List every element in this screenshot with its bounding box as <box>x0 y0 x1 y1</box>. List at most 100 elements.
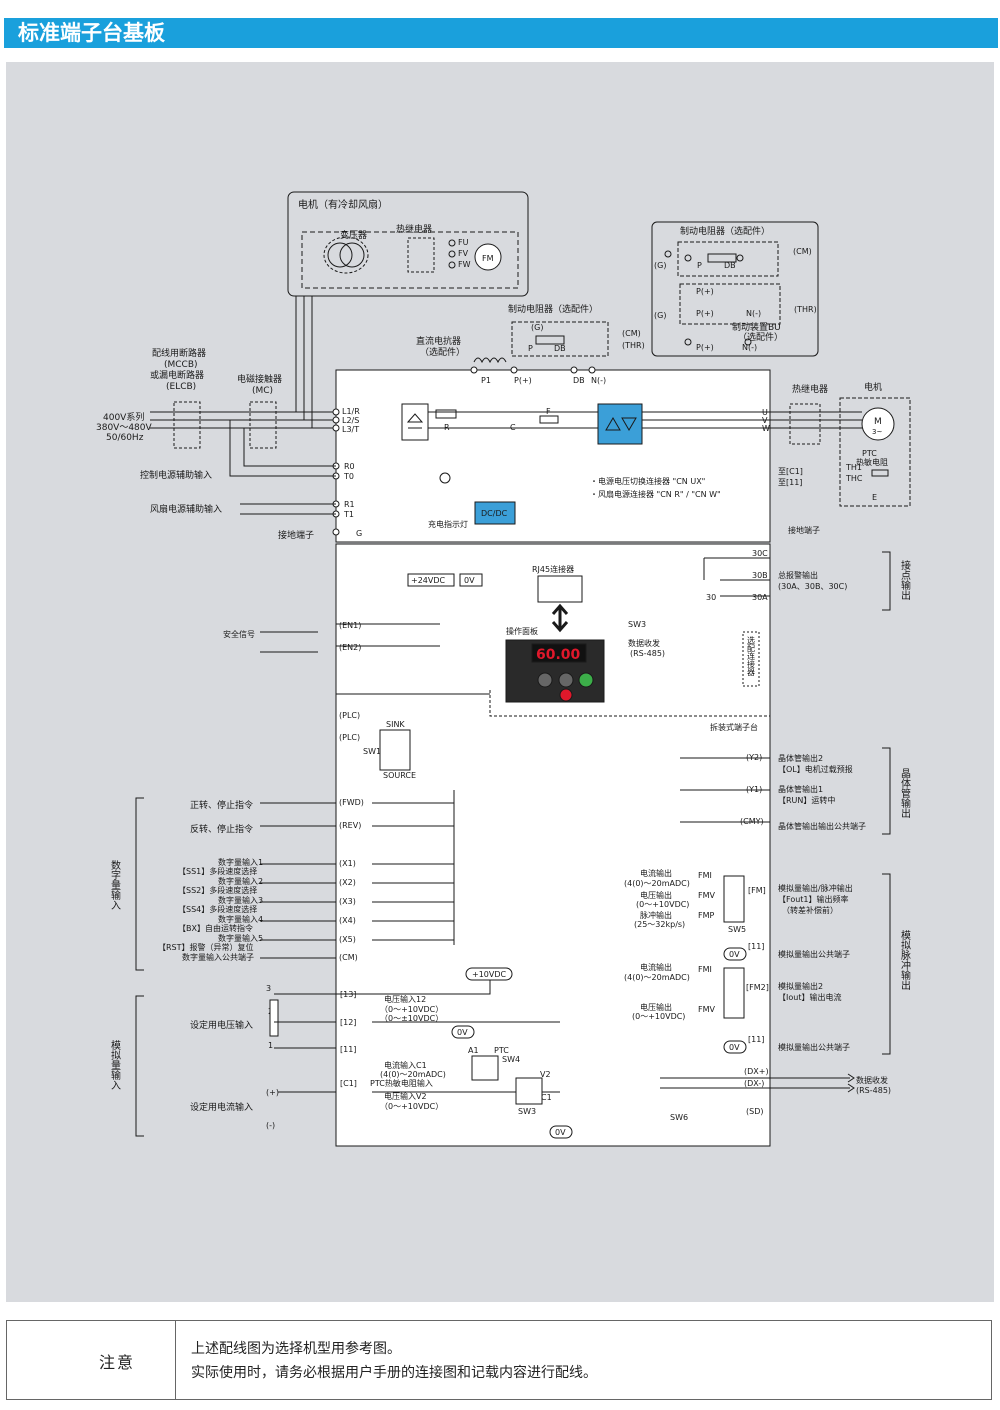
fmv-label: FMV <box>698 891 716 900</box>
v12-label-1: 电压输入12 <box>384 994 426 1004</box>
inverter-module <box>597 403 643 445</box>
ov-box-d <box>549 1125 573 1139</box>
t30-label: 30 <box>706 593 716 602</box>
rs485-label-1: 数据收发 <box>856 1075 888 1085</box>
fm2-fmv-label: FMV <box>698 1005 716 1014</box>
charge-lamp-icon <box>439 472 451 484</box>
t0-label: T0 <box>343 472 354 481</box>
sw4-switch <box>471 1055 499 1081</box>
transistor-lines <box>680 757 770 823</box>
di2-label: 数字量输入2 <box>218 876 263 886</box>
bu-pplus: P(+) <box>696 287 714 296</box>
r0-label: R0 <box>344 462 355 471</box>
t11-label-b: [11] <box>748 1035 764 1044</box>
mc-box <box>249 401 277 449</box>
supply-freq: 50/60Hz <box>106 433 144 443</box>
set-i-label: 设定用电流输入 <box>190 1101 253 1113</box>
br-cm-label: (CM) <box>793 247 812 256</box>
sd-label: (SD) <box>746 1107 763 1116</box>
t11b-label: [11] <box>340 1045 356 1054</box>
motor-ptc <box>871 469 889 477</box>
rj45-label: RJ45连接器 <box>532 564 574 574</box>
mccb-label-3: 或漏电断路器 <box>150 369 204 381</box>
motor-3ph: 3~ <box>872 428 882 436</box>
source-label: SOURCE <box>383 771 416 780</box>
db-terminal <box>570 366 578 374</box>
di3-func: 【SS4】多段速度选择 <box>178 904 257 914</box>
fm2-cur-2: (4(0)～20mADC) <box>624 973 690 982</box>
output-lines <box>642 411 770 429</box>
term-db: DB <box>573 376 585 385</box>
contact-out-label: 接点输出 <box>899 559 911 600</box>
fu-label: FU <box>458 238 469 247</box>
t12-label: [12] <box>340 1018 356 1027</box>
thc-label: THC <box>845 474 863 483</box>
di5-label: 数字量输入5 <box>218 933 263 943</box>
brb-db: DB <box>554 344 566 353</box>
cn-rw-note: ・风扇电源连接器 "CN R" / "CN W" <box>590 489 721 499</box>
fan-motor-icon <box>474 243 502 271</box>
motor-icon <box>861 407 895 441</box>
di4-label: 数字量输入4 <box>218 914 263 924</box>
motor-fan-box <box>287 191 529 297</box>
fm-desc-1: 模拟量输出/脉冲输出 <box>778 883 853 893</box>
tr-out-label: 晶体管输出 <box>899 768 911 818</box>
fm2-terminal: [FM2] <box>746 983 769 992</box>
v24-box <box>407 573 455 587</box>
keypad-run-key[interactable] <box>578 672 594 688</box>
alarm-label-2: (30A、30B、30C) <box>778 582 847 591</box>
inverter-igbt-icon <box>605 417 637 431</box>
g-label: G <box>356 529 362 538</box>
fwd-terminal: (FWD) <box>339 798 364 807</box>
v10-box <box>465 967 513 981</box>
g-terminal <box>332 528 340 536</box>
mccb-label-1: 配线用断路器 <box>152 347 206 359</box>
sw3b-label: SW3 <box>518 1107 536 1116</box>
y1-desc-2: 【RUN】运转中 <box>778 795 835 805</box>
fv-terminal <box>448 250 456 258</box>
br-gnd <box>664 250 672 258</box>
v0-box <box>459 573 483 587</box>
note-line-2: 实际使用时，请务必根据用户手册的连接图和记载内容进行配线。 <box>191 1365 597 1381</box>
y1-desc-1: 晶体管输出1 <box>778 784 823 794</box>
ov-box-a <box>723 947 747 961</box>
v-label: V <box>762 416 768 425</box>
t30a-label: 30A <box>752 593 768 602</box>
opt-conn-label: 选配连接器 <box>747 635 756 677</box>
fm-cur-2: (4(0)～20mADC) <box>624 879 690 888</box>
supply-400v: 400V系列 <box>103 411 144 423</box>
ov-box-c <box>451 1025 475 1039</box>
optocoupler-lines <box>372 790 455 945</box>
keypad-key-2[interactable] <box>558 672 574 688</box>
transformer-label: 变压器 <box>340 229 367 241</box>
potentiometer <box>269 999 279 1037</box>
dc-reactor-icon <box>473 357 507 364</box>
u-label: U <box>762 408 768 417</box>
y2-desc-1: 晶体管输出2 <box>778 753 823 763</box>
r1-label: R1 <box>344 500 355 509</box>
fmp-label: FMP <box>698 911 715 920</box>
cmy-desc: 晶体管输出输出公共端子 <box>778 821 866 831</box>
t13-label: [13] <box>340 990 356 999</box>
di2-func: 【SS2】多段速度选择 <box>178 885 257 895</box>
supply-range: 380V～480V <box>96 423 153 433</box>
t30c-label: 30C <box>752 549 768 558</box>
motor-label: 电机 <box>864 381 882 393</box>
c1-label-1: 电流输入C1 <box>384 1060 427 1070</box>
sink-label: SINK <box>386 720 405 729</box>
keypad-lcd <box>531 643 587 663</box>
c1-label-3: PTC热敏电阻输入 <box>370 1078 433 1088</box>
ov-label-b: 0V <box>729 1043 740 1052</box>
fv-label: FV <box>458 249 469 258</box>
brake-unit-label: 制动装置BU <box>732 321 781 333</box>
to-c1: 至[C1] <box>778 467 803 476</box>
dcdc-module <box>474 501 516 525</box>
di1-label: 数字量输入1 <box>218 857 263 867</box>
motor-fan-inner <box>301 231 519 289</box>
keypad-stop-key[interactable] <box>559 688 573 702</box>
l1-label: L1/R <box>342 407 360 416</box>
keypad-key-1[interactable] <box>537 672 553 688</box>
main-circuit-box <box>335 369 771 543</box>
note-label: 注意 <box>99 1353 136 1372</box>
x4-terminal: (X4) <box>339 916 356 925</box>
